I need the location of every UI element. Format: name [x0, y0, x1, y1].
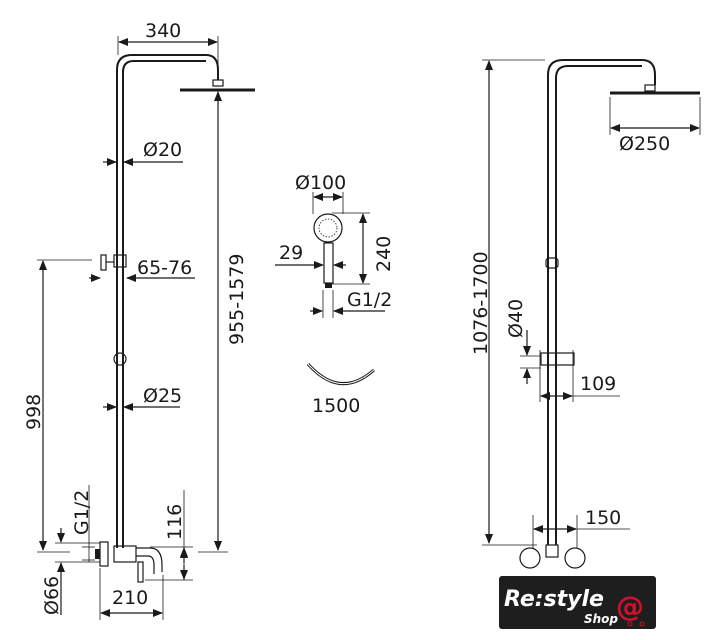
dim-handle-dia: 29 [279, 242, 303, 264]
dim-holder-range: 65-76 [137, 257, 192, 279]
right-dimensions: Ø250 1076-1700 Ø40 109 150 [470, 59, 701, 548]
dim-holder-dia: Ø40 [505, 299, 527, 338]
dim-upper-pipe-dia: Ø20 [143, 139, 182, 161]
dim-lower-pipe-dia: Ø25 [143, 385, 182, 407]
dim-inlet-thread: G1/2 [71, 490, 93, 535]
dim-spout-height: 116 [164, 504, 186, 540]
dim-holder-height: 998 [23, 394, 45, 430]
logo-sub-text: Shop [584, 612, 618, 626]
logo-at-icon: @ [616, 590, 644, 623]
dim-spout-reach: 210 [112, 587, 148, 609]
hose: 1500 [306, 363, 375, 417]
dim-hand-length: 240 [373, 236, 395, 272]
dim-escutcheon-dia: Ø66 [41, 576, 63, 615]
dim-holder-depth: 109 [580, 373, 616, 395]
dim-head-reach: 340 [145, 20, 181, 42]
dim-rain-head-dia: Ø250 [619, 133, 670, 155]
left-dimensions: 340 Ø20 65-76 Ø25 955-1579 998 G1/2 Ø66 [23, 20, 248, 620]
dim-hand-thread: G1/2 [347, 289, 392, 311]
dim-inlet-spacing: 150 [585, 507, 621, 529]
dim-hose-length: 1500 [312, 395, 360, 417]
logo-brand-text: Re:style [504, 587, 604, 612]
right-shower-column [519, 59, 700, 569]
left-shower-column [95, 54, 255, 583]
dim-hand-head-dia: Ø100 [295, 172, 346, 194]
hand-shower: Ø100 29 240 G1/2 [275, 172, 395, 318]
dim-total-height: 955-1579 [226, 254, 248, 345]
dim-right-total-height: 1076-1700 [470, 251, 492, 355]
restyle-shop-logo: Re:style Shop @ [499, 576, 656, 629]
